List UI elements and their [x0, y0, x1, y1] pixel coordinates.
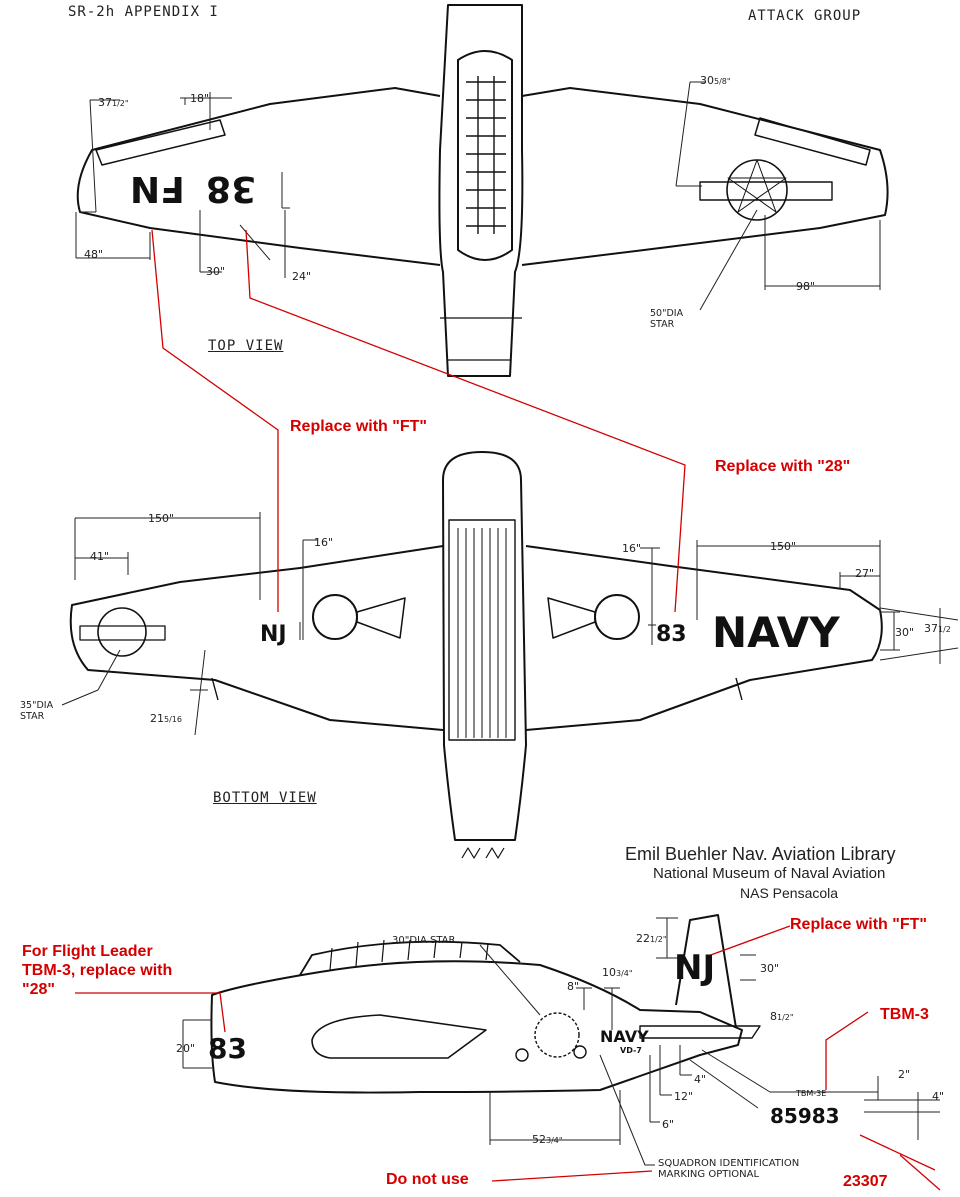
bottom-dim-150-right: 150" — [770, 540, 797, 553]
top-view-numbers: 38 — [206, 168, 257, 209]
annotation-replace-ft-tail: Replace with "FT" — [790, 916, 927, 933]
top-dim-98: 98" — [796, 280, 816, 293]
dimension-lines — [61, 81, 959, 1166]
top-dim-30: 305/8" — [700, 74, 731, 87]
top-view-right-wing — [521, 87, 889, 266]
side-view-canopy — [299, 940, 521, 976]
side-view-elevator — [639, 1025, 761, 1039]
top-view-aircraft — [76, 4, 889, 377]
side-dim-22: 221/2" — [636, 932, 667, 945]
side-dim-10: 103/4" — [602, 966, 633, 979]
side-view-tail-letters: NJ — [674, 948, 716, 988]
top-view-star-insignia — [699, 159, 833, 221]
museum-name: National Museum of Naval Aviation — [653, 865, 886, 882]
side-view-model: TBM-3E — [796, 1089, 827, 1098]
library-name: Emil Buehler Nav. Aviation Library — [625, 844, 896, 864]
top-view-canopy — [457, 50, 513, 261]
side-dim-12: 12" — [674, 1090, 694, 1103]
side-view-fuselage — [210, 960, 743, 1094]
side-dim-20: 20" — [176, 1042, 196, 1055]
bottom-view-left-wing — [69, 545, 444, 731]
bottom-dim-27: 27" — [855, 567, 875, 580]
top-dim-30b: 30" — [206, 265, 226, 278]
bottom-view-label: BOTTOM VIEW — [213, 790, 317, 806]
bottom-view-letters: NJ — [260, 622, 287, 647]
top-dim-37: 371/2" — [98, 96, 129, 109]
bottom-dim-30: 30" — [895, 626, 915, 639]
bottom-view-star-insignia — [79, 607, 166, 657]
bottom-dim-37: 371/2 — [924, 622, 951, 635]
top-view-right-aileron — [754, 117, 871, 166]
side-dim-2: 2" — [898, 1068, 911, 1081]
side-view-nose-number: 83 — [208, 1032, 247, 1065]
annotation-replace-ft-top: Replace with "FT" — [290, 418, 427, 435]
side-dim-8-half: 81/2" — [770, 1010, 794, 1023]
top-view-label: TOP VIEW — [208, 338, 284, 354]
bottom-dim-21: 215/16 — [150, 712, 182, 725]
side-dim-4b: 4" — [932, 1090, 945, 1103]
bottom-view-aircraft — [69, 451, 883, 859]
top-view-letters: FN — [130, 168, 185, 209]
side-star-callout: 30"DIA STAR — [392, 935, 456, 946]
top-view-fuselage — [438, 4, 524, 377]
bottom-view-numbers: 83 — [656, 622, 687, 647]
annotation-tbm3: TBM-3 — [880, 1006, 929, 1023]
drawing-header-right: ATTACK GROUP — [748, 8, 862, 24]
annotation-do-not-use: Do not use — [386, 1171, 469, 1188]
side-dim-8: 8" — [567, 980, 580, 993]
top-dim-18: 18" — [190, 92, 210, 105]
bottom-dim-150-left: 150" — [148, 512, 175, 525]
side-dim-52: 523/4" — [532, 1133, 563, 1146]
bottom-dim-16-left: 16" — [314, 536, 334, 549]
bottom-view-navy: NAVY — [712, 608, 840, 657]
location-name: NAS Pensacola — [740, 885, 839, 901]
bottom-view-right-wing — [525, 545, 883, 731]
bottom-dim-41: 41" — [90, 550, 110, 563]
annotation-replace-28-top: Replace with "28" — [715, 458, 851, 475]
side-view-navy: NAVY — [600, 1027, 649, 1046]
bottom-view-fuselage — [442, 451, 527, 841]
annotation-flight-leader: For Flight Leader TBM-3, replace with "2… — [22, 943, 173, 998]
top-view-left-aileron — [95, 119, 226, 166]
side-view-squadron: VD-7 — [620, 1046, 642, 1055]
bottom-dim-16-right: 16" — [622, 542, 642, 555]
side-view-aircraft — [210, 914, 761, 1094]
side-view-star-insignia — [515, 1012, 587, 1062]
drawing-header-left: SR-2h APPENDIX I — [68, 4, 219, 20]
side-view-wing-root — [311, 1014, 487, 1059]
top-view-left-wing — [76, 87, 441, 266]
side-dim-4: 4" — [694, 1073, 707, 1086]
top-dim-48: 48" — [84, 248, 104, 261]
annotation-serial-new: 23307 — [843, 1173, 888, 1190]
side-view-serial: 85983 — [770, 1104, 840, 1128]
side-dim-30: 30" — [760, 962, 780, 975]
annotation-leader-lines — [75, 229, 941, 1191]
side-view-tail — [675, 914, 737, 1029]
top-dim-24: 24" — [292, 270, 312, 283]
side-dim-6: 6" — [662, 1118, 675, 1131]
